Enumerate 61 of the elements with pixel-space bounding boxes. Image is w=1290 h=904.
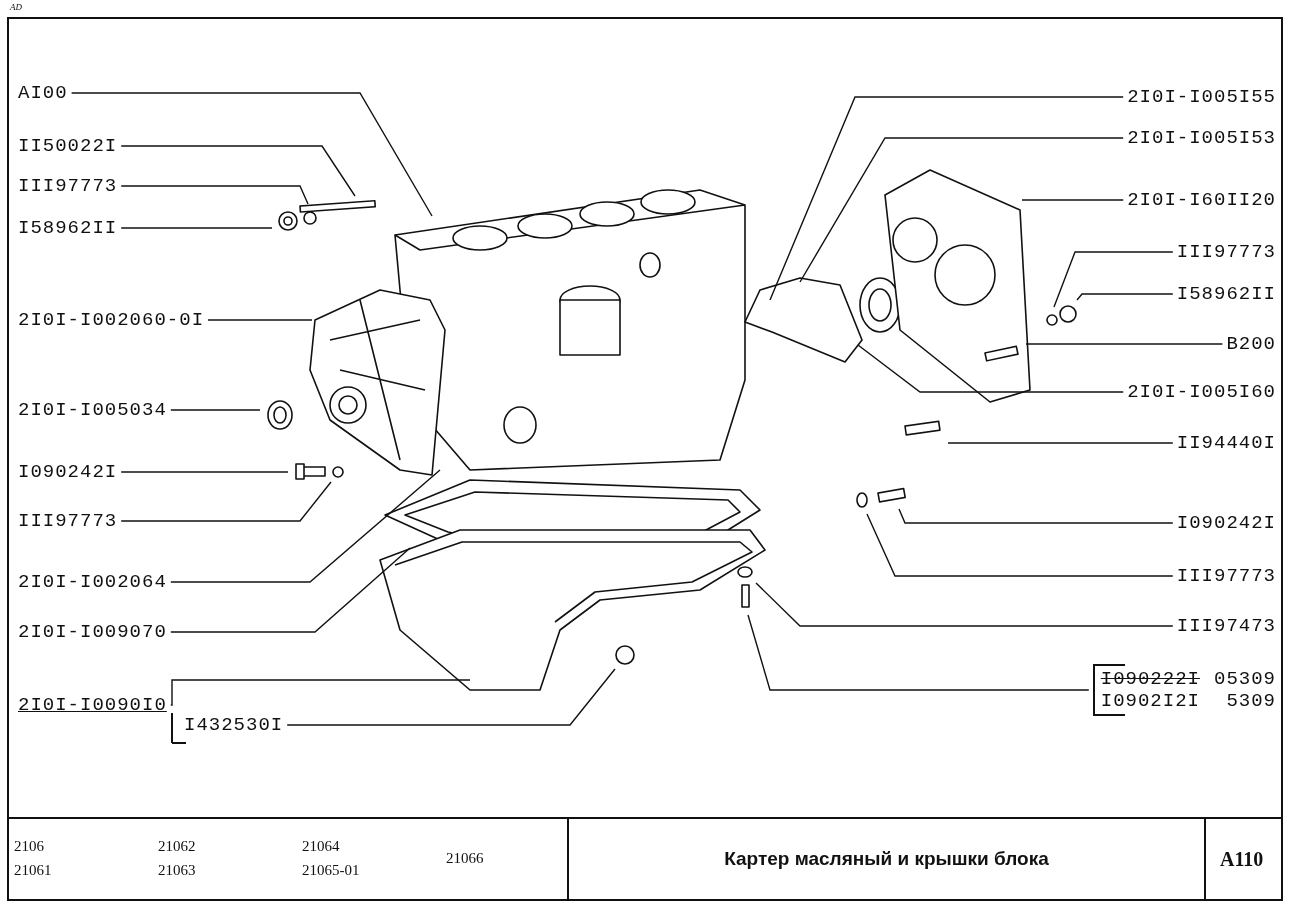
part-number: I0902I2I [1100, 690, 1200, 712]
part-number: I58962II [18, 217, 118, 239]
part-number: 2I0I-I005034 [18, 399, 167, 421]
part-number: 2I0I-I002064 [18, 571, 167, 593]
part-number: 2I0I-I005I55 [1127, 86, 1276, 108]
part-number: B200 [1226, 333, 1276, 355]
part-number: 2I0I-I005I60 [1127, 381, 1276, 403]
model-number: 2106 [14, 838, 44, 855]
part-number: III97773 [18, 510, 118, 532]
part-number: 5309 [1225, 690, 1276, 712]
leader-line [170, 409, 261, 411]
part-number: 05309 [1214, 668, 1276, 690]
part-number: AI00 [18, 82, 68, 104]
leader-line [120, 481, 332, 522]
part-number: I432530I [184, 714, 284, 736]
part-number: 2I0I-I005I53 [1127, 127, 1276, 149]
part-number: 2I0I-I0090I0 [18, 694, 167, 716]
leader-line [769, 96, 1124, 301]
part-number: I58962II [1176, 283, 1276, 305]
part-number: 2I0I-I002060-0I [18, 309, 205, 331]
leader-line [799, 137, 1124, 283]
leader-line [170, 547, 411, 633]
part-number: III97773 [1176, 241, 1276, 263]
sheet-number: A110 [1220, 848, 1264, 871]
part-number: III97473 [1176, 615, 1276, 637]
leader-line [170, 469, 441, 583]
model-number: 21061 [14, 862, 52, 879]
model-number: 21063 [158, 862, 196, 879]
leader-line [1021, 199, 1124, 201]
leader-line [947, 442, 1174, 444]
leader-line [120, 471, 289, 473]
leader-line [286, 668, 616, 726]
model-number: 21064 [302, 838, 340, 855]
part-number: I090222I [1100, 668, 1200, 690]
part-number: I090242I [18, 461, 118, 483]
part-number: 2I0I-I009070 [18, 621, 167, 643]
part-number: III97773 [18, 175, 118, 197]
title-text: Картер масляный и крышки блока [723, 848, 1050, 870]
part-number: II50022I [18, 135, 118, 157]
leader-line [1025, 343, 1224, 345]
model-number: 21065-01 [302, 862, 360, 879]
leader-line [70, 92, 433, 217]
part-number: II94440I [1176, 432, 1276, 454]
corner-mark: AD [10, 2, 22, 12]
part-number: I090242I [1176, 512, 1276, 534]
leader-line [120, 145, 356, 197]
leader-line [120, 227, 273, 229]
leader-line [866, 513, 1174, 577]
leader-line [207, 319, 313, 321]
leader-line [170, 679, 471, 706]
leader-line [120, 185, 309, 205]
leader-line [857, 344, 1124, 393]
leader-line [1053, 251, 1174, 308]
model-number: 21066 [446, 850, 484, 867]
model-number: 21062 [158, 838, 196, 855]
part-number: 2I0I-I60II20 [1127, 189, 1276, 211]
leader-line [747, 614, 1090, 691]
leader-line [1076, 293, 1174, 301]
leader-line [898, 508, 1174, 524]
part-number: III97773 [1176, 565, 1276, 587]
leader-line [755, 582, 1174, 627]
